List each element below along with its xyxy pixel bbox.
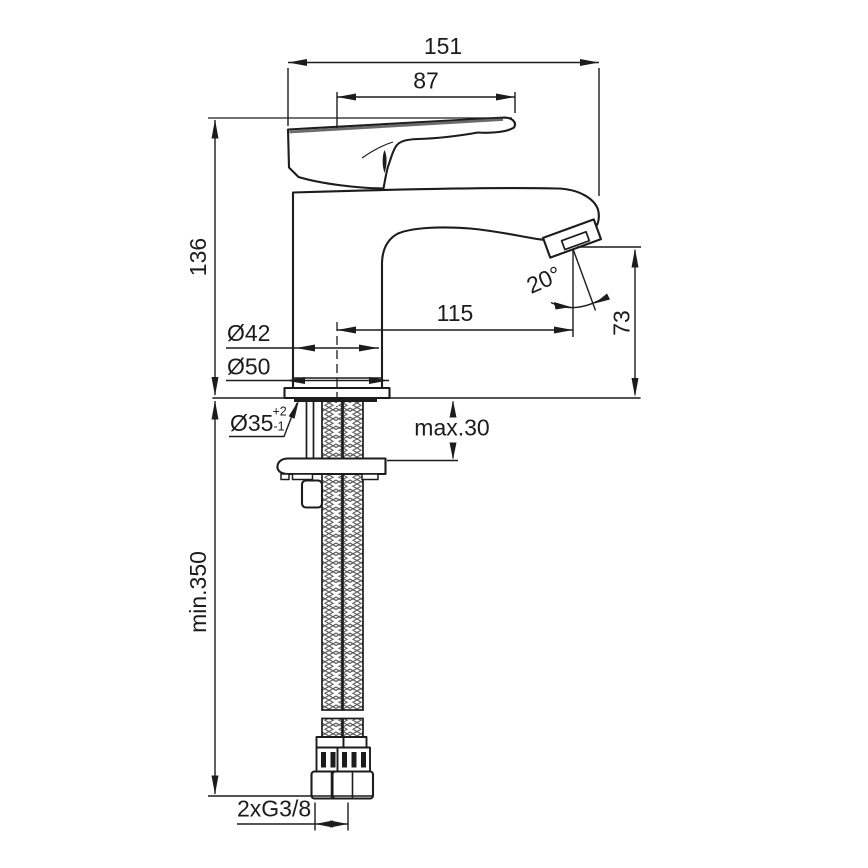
dim-overall-width-label: 151 <box>424 33 462 59</box>
dim-hole-tolerance-minus: -1 <box>274 420 285 434</box>
dim-body-diameter-label: Ø42 <box>227 320 270 346</box>
dim-hole-diameter: Ø35 +2 -1 <box>229 400 299 438</box>
dim-overall-width: 151 <box>287 33 600 196</box>
clamp-plate <box>276 457 387 476</box>
handle-crease <box>382 150 387 173</box>
hose-fittings <box>310 736 375 800</box>
crimp-collar-left <box>315 736 345 749</box>
hose-right-upper <box>342 400 364 711</box>
clamp-tab-left <box>280 473 290 481</box>
fastening-clamp <box>276 457 387 509</box>
handle-top-band <box>289 118 504 134</box>
dim-hole-tolerance-plus: +2 <box>273 405 287 419</box>
hose-right-lower <box>342 717 364 738</box>
rib-bar <box>330 752 336 768</box>
dim-hose-min-length-label: min.350 <box>185 551 211 633</box>
dim-outlet-height-label: 73 <box>609 310 635 336</box>
clamp-tab-right <box>361 473 379 481</box>
dim-handle-length-label: 87 <box>413 68 439 94</box>
rib-bar <box>321 752 326 768</box>
rib-bar <box>342 752 347 768</box>
aerator <box>541 218 603 259</box>
hose-left-lower <box>321 717 343 738</box>
dimension-annotations: 151 87 136 min.350 <box>185 33 641 831</box>
dim-spout-reach: 115 <box>336 300 573 407</box>
crimp-collar-right <box>342 736 368 749</box>
handle-accent-line <box>361 141 394 159</box>
dim-handle-length: 87 <box>336 68 516 128</box>
rib-bar <box>361 752 366 768</box>
clamp-tab-mid <box>291 473 314 481</box>
dim-height-label: 136 <box>185 238 211 276</box>
dim-spout-reach-label: 115 <box>437 300 474 326</box>
handle-outline <box>286 116 517 190</box>
faucet-object <box>212 116 641 800</box>
lever-handle <box>286 116 517 190</box>
dim-base-diameter: Ø50 <box>226 354 389 384</box>
dim-spout-angle-label: 20° <box>523 261 565 299</box>
dim-base-diameter-label: Ø50 <box>227 354 270 380</box>
fixing-rod <box>305 400 315 461</box>
dim-hose-min-length: min.350 <box>185 400 372 797</box>
dim-outlet-height: 73 <box>577 246 641 397</box>
base-plate-shadow <box>294 398 377 402</box>
dim-connection-thread: 2xG3/8 <box>237 796 349 831</box>
dim-hole-diameter-label: Ø35 <box>230 410 273 436</box>
fixing-nut <box>300 479 324 509</box>
dim-height: 136 <box>185 117 512 396</box>
rib-bar <box>351 752 357 768</box>
dim-deck-thickness-label: max.30 <box>414 415 489 441</box>
aerator-outlet <box>560 230 591 251</box>
dim-deck-thickness: max.30 <box>387 400 490 462</box>
braided-hoses <box>321 400 364 738</box>
dim-spout-angle: 20° <box>523 248 610 337</box>
dim-body-diameter: Ø42 <box>226 320 379 352</box>
dim-connection-thread-label: 2xG3/8 <box>237 796 311 822</box>
hose-left-upper <box>321 400 343 711</box>
